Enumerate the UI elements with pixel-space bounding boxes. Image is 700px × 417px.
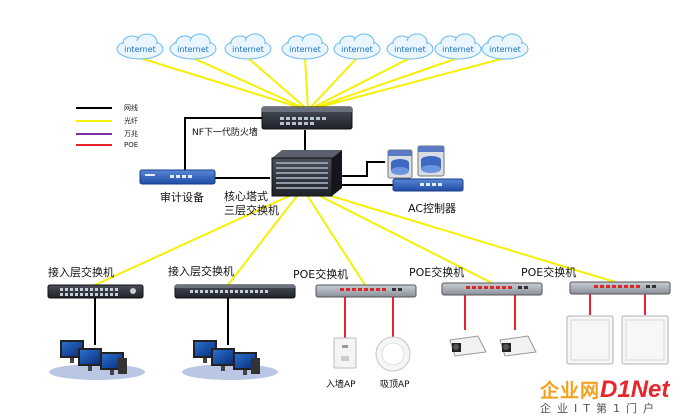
monitor-icon [78,348,102,371]
legend-swatch [76,133,112,135]
audit-label: 审计设备 [160,191,204,204]
access-switch-label-1: 接入层交换机 [48,266,114,279]
legend-swatch [76,107,112,109]
cloud-label: internet [177,45,209,54]
outdoor-ap-icon [566,315,614,365]
monitor-icon [211,348,235,371]
internet-cloud-icon [169,33,217,60]
internet-cloud-icon [224,33,272,60]
core-switch-device [271,150,342,197]
ethernet-links [94,117,393,345]
access-switch-label-2: 接入层交换机 [168,265,234,278]
cloud-label: internet [489,45,521,54]
cloud-label: internet [232,45,264,54]
poe-switch-1 [315,284,417,298]
legend-item: 光纤 [76,116,138,126]
monitor-icon [60,340,84,363]
poe-switch-label-2: POE交换机 [409,266,465,279]
ceiling-ap-icon [375,336,411,372]
legend-swatch [76,120,112,122]
cloud-label: internet [124,45,156,54]
wall-ap-label: 入墙AP [326,380,356,390]
ceiling-ap-label: 吸顶AP [380,380,410,390]
poe-switch-label-3: POE交换机 [521,266,577,279]
ac-controller-device [392,178,464,192]
legend-item: 万兆 [76,129,138,139]
cloud-label: internet [394,45,426,54]
firewall-label: NF下一代防火墙 [192,128,258,138]
legend-swatch [76,144,112,146]
d1net-watermark-logo: 企业网D1Net [540,376,670,403]
firewall-device [261,106,353,130]
poe-switch-2 [441,282,543,296]
legend-item: POE [76,141,138,149]
ac-controller-label: AC控制器 [408,202,457,215]
internet-cloud-icon [481,33,529,60]
legend-label: 光纤 [124,117,138,125]
access-switch-2 [174,284,296,299]
fiber-distribution-links [94,191,616,286]
camera-icon [499,335,537,357]
poe-links [344,294,646,338]
ac-server-icon [387,145,445,179]
cloud-label: internet [442,45,474,54]
internet-cloud-icon [434,33,482,60]
poe-switch-label-1: POE交换机 [293,268,349,281]
camera-icon [449,335,487,357]
internet-clouds [116,33,529,60]
access-switch-1 [47,284,144,299]
cloud-label: internet [289,45,321,54]
internet-cloud-icon [333,33,381,60]
legend-item: 网线 [76,103,138,113]
watermark-subtitle: 企业IT第1门户 [540,402,660,415]
internet-cloud-icon [116,33,164,60]
outdoor-ap-icon [621,315,669,365]
internet-cloud-icon [386,33,434,60]
internet-cloud-icon [281,33,329,60]
pc-group-1 [49,340,145,380]
legend-label: 网线 [124,104,138,112]
legend-label: 万兆 [124,130,138,138]
poe-switch-3 [569,281,671,295]
legend-label: POE [124,141,139,149]
audit-device [139,169,216,185]
pc-group-2 [182,340,278,380]
core-switch-label-line1: 核心塔式 [224,190,268,203]
cloud-label: internet [341,45,373,54]
core-switch-label-line2: 三层交换机 [224,204,279,217]
internet-uplinks [139,57,506,111]
wall-ap-icon [333,337,357,369]
